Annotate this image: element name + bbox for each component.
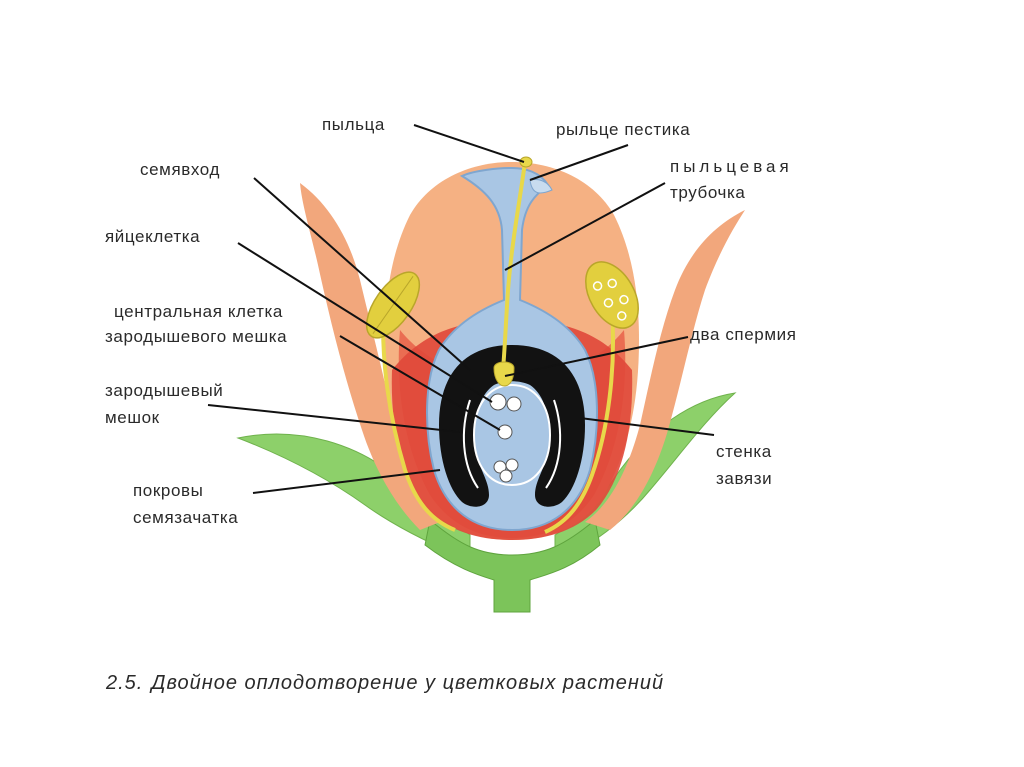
leader-central-cell [339, 335, 501, 431]
leader-ovary-wall [579, 417, 715, 436]
leader-pollen-tube [504, 182, 666, 271]
ovule-integument [439, 345, 585, 507]
caption-text: Двойное оплодотворение у цветковых расте… [151, 672, 665, 694]
label-central-cell-line1: центральная клетка [114, 302, 283, 321]
antipodal-cell-2 [505, 458, 519, 472]
left-petal [300, 183, 445, 530]
central-cell-nucleus [497, 424, 513, 440]
label-integuments-line1: покровы [133, 481, 204, 500]
leader-pollen [413, 124, 525, 163]
pollen-tube [501, 161, 527, 371]
label-two-sperm: два спермия [690, 325, 797, 344]
label-pollen-tube-line2: трубочка [670, 183, 746, 202]
synergid-cell [506, 396, 522, 412]
antipodal-cell-3 [499, 469, 513, 483]
label-embryo-sac-line1: зародышевый [105, 381, 224, 400]
label-egg-cell: яйцеклетка [105, 227, 201, 246]
label-integuments-line2: семязачатка [133, 508, 239, 527]
figure-caption: 2.5. Двойное оплодотворение у цветковых р… [106, 672, 664, 695]
leader-egg-cell [237, 242, 493, 403]
leader-lines [207, 124, 715, 494]
right-filament [544, 309, 616, 534]
label-ovary-wall-line1: стенка [716, 442, 772, 461]
label-pollen-tube-line1: пыльцевая [670, 157, 793, 176]
egg-cell [489, 393, 507, 411]
embryo-sac-inner-line [462, 399, 479, 489]
stigma [529, 179, 553, 194]
label-central-cell-line2: зародышевого мешка [105, 327, 288, 346]
label-pollen: пыльца [322, 115, 385, 134]
leader-embryo-sac [207, 404, 461, 433]
label-embryo-sac-line2: мешок [105, 408, 160, 427]
leader-micropyle [253, 177, 471, 371]
leader-stigma [529, 144, 629, 181]
right-anther [585, 261, 639, 329]
right-petal [585, 210, 745, 530]
receptacle [424, 519, 601, 613]
embryo-sac-inner-line-right [545, 399, 562, 489]
leader-integuments [252, 469, 441, 494]
pistil [426, 156, 598, 532]
caption-number: 2.5. [106, 672, 144, 694]
left-filament [381, 299, 456, 532]
pollen-tube-tip [493, 361, 515, 387]
leader-two-sperm [504, 336, 689, 377]
label-micropyle: семявход [140, 160, 220, 179]
label-ovary-wall-line2: завязи [716, 469, 773, 488]
pollen-grain [519, 156, 533, 168]
embryo-sac [472, 383, 552, 487]
label-stigma: рыльце пестика [556, 120, 691, 139]
